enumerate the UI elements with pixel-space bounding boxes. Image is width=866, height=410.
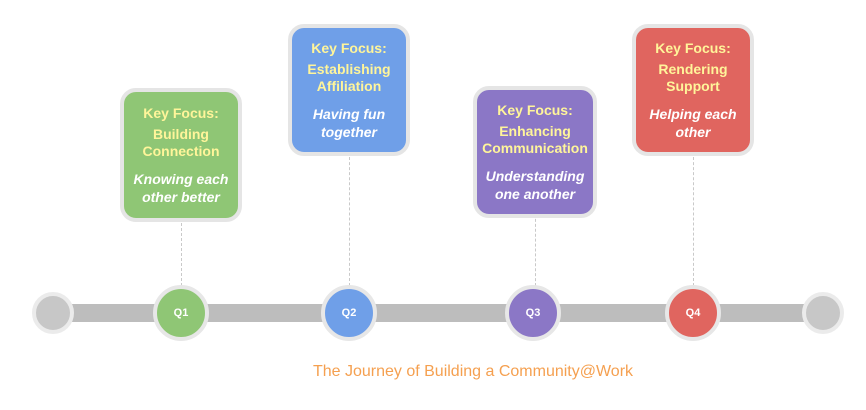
stage-card-q3: Key Focus: Enhancing Communication Under…: [473, 86, 597, 218]
timeline-start-cap: [32, 292, 74, 334]
connector-q2: [349, 152, 350, 286]
focus-title: Rendering Support: [658, 60, 728, 94]
connector-q4: [693, 152, 694, 286]
connector-q3: [535, 214, 536, 286]
focus-description: Helping each other: [649, 105, 737, 140]
key-focus-label: Key Focus:: [311, 39, 387, 56]
quarter-label: Q2: [341, 307, 357, 319]
focus-title: Building Connection: [142, 125, 220, 159]
key-focus-label: Key Focus:: [497, 101, 573, 118]
focus-description: Knowing each other better: [133, 170, 229, 205]
stage-card-q4: Key Focus: Rendering Support Helping eac…: [632, 24, 754, 156]
quarter-label: Q3: [525, 307, 541, 319]
focus-title: Enhancing Communication: [482, 122, 588, 156]
stage-card-q2: Key Focus: Establishing Affiliation Havi…: [288, 24, 410, 156]
focus-description: Having fun together: [312, 105, 386, 140]
timeline-track: [54, 304, 824, 322]
quarter-node-q3: Q3: [505, 285, 561, 341]
focus-title: Establishing Affiliation: [307, 60, 391, 94]
quarter-node-q1: Q1: [153, 285, 209, 341]
quarter-label: Q1: [173, 307, 189, 319]
stage-card-q1: Key Focus: Building Connection Knowing e…: [120, 88, 242, 222]
quarter-node-q4: Q4: [665, 285, 721, 341]
quarter-label: Q4: [685, 307, 701, 319]
focus-description: Understanding one another: [485, 167, 585, 202]
key-focus-label: Key Focus:: [143, 104, 219, 121]
diagram-caption: The Journey of Building a Community@Work: [312, 363, 634, 380]
quarter-node-q2: Q2: [321, 285, 377, 341]
connector-q1: [181, 218, 182, 286]
timeline-end-cap: [802, 292, 844, 334]
key-focus-label: Key Focus:: [655, 39, 731, 56]
